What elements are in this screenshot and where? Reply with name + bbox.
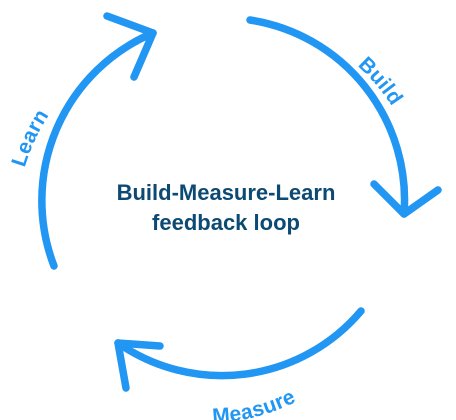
learn-arc [38,29,157,270]
build-arrowhead [370,180,442,218]
measure-label: Measure [211,385,299,420]
diagram-title: Build-Measure-Learn feedback loop [78,178,374,238]
measure-arrow [114,307,365,392]
learn-arrowhead [103,12,157,81]
build-arc [246,16,409,218]
measure-arc [114,307,365,380]
title-line-1: Build-Measure-Learn [116,180,336,205]
learn-arrow [38,12,157,270]
measure-arrowhead [114,339,164,392]
build-arrow [246,16,442,218]
title-line-2: feedback loop [152,210,300,235]
